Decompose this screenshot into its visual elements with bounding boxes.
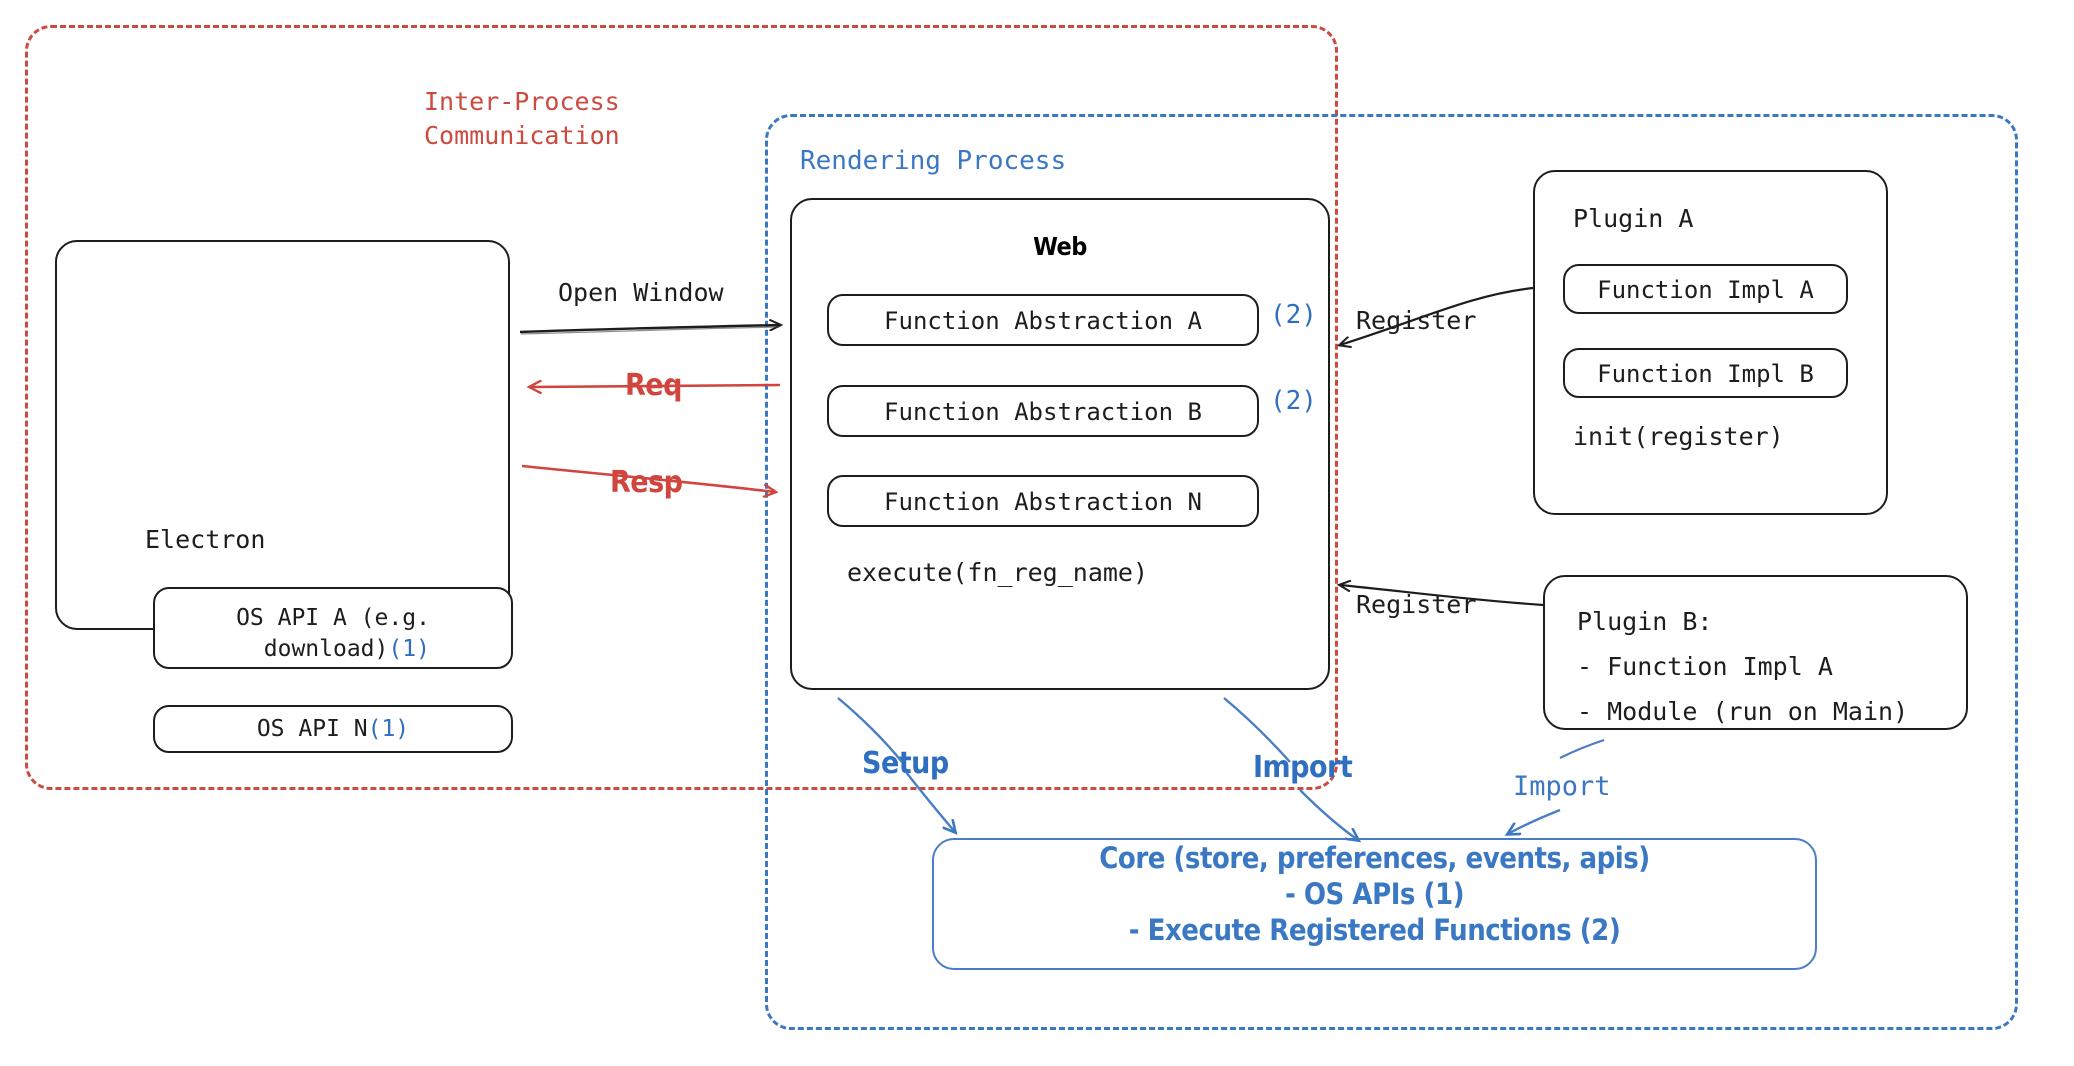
- function-abstraction-b-label: Function Abstraction B: [884, 398, 1202, 426]
- setup-arrow-label: Setup: [862, 746, 949, 781]
- function-abstraction-a-label: Function Abstraction A: [884, 307, 1202, 335]
- core-label: Core (store, preferences, events, apis) …: [1099, 841, 1650, 947]
- os-api-n-label: OS API N(1): [155, 716, 511, 742]
- req-arrow-label: Req: [625, 368, 682, 403]
- rendering-process-container: [765, 114, 2018, 1030]
- electron-title: Electron: [145, 525, 266, 554]
- web-title: Web: [1033, 232, 1087, 261]
- ipc-container: [25, 25, 1338, 790]
- function-abstraction-a-mark: (2): [1270, 300, 1317, 330]
- plugin-a-impl-b-box: Function Impl B: [1563, 348, 1848, 398]
- os-api-a-mark: (1): [388, 636, 430, 662]
- plugin-b-label: Plugin B: - Function Impl A - Module (ru…: [1577, 607, 1909, 726]
- plugin-a-impl-a-label: Function Impl A: [1597, 276, 1814, 304]
- plugin-a-impl-b-label: Function Impl B: [1597, 360, 1814, 388]
- os-api-n-box: OS API N(1): [153, 705, 513, 753]
- rendering-process-label: Rendering Process: [800, 146, 1067, 176]
- open-window-arrow-label: Open Window: [558, 278, 724, 307]
- resp-arrow-label: Resp: [610, 465, 683, 500]
- os-api-n-text: OS API N: [256, 716, 368, 742]
- web-box: Web Function Abstraction A (2) Function …: [790, 198, 1330, 690]
- import-right-arrow-label: Import: [1513, 771, 1611, 802]
- plugin-b-box: Plugin B: - Function Impl A - Module (ru…: [1543, 575, 1968, 730]
- electron-box: Electron OS API A (e.g. download)(1) OS …: [55, 240, 513, 753]
- plugin-a-init-label: init(register): [1573, 422, 1784, 451]
- plugin-a-impl-a-box: Function Impl A: [1563, 264, 1848, 314]
- os-api-a-label: OS API A (e.g. download)(1): [155, 603, 511, 665]
- register-top-arrow-label: Register: [1356, 306, 1477, 335]
- web-execute-method: execute(fn_reg_name): [847, 558, 1149, 587]
- import-left-arrow-label: Import: [1253, 750, 1353, 785]
- function-abstraction-n-box: Function Abstraction N: [827, 475, 1259, 527]
- function-abstraction-b-box: Function Abstraction B: [827, 385, 1259, 437]
- core-box: Core (store, preferences, events, apis) …: [932, 838, 1817, 970]
- function-abstraction-n-label: Function Abstraction N: [884, 488, 1202, 516]
- function-abstraction-a-box: Function Abstraction A: [827, 294, 1259, 346]
- plugin-a-box: Plugin A Function Impl A Function Impl B…: [1533, 170, 1888, 515]
- function-abstraction-b-mark: (2): [1270, 386, 1317, 416]
- os-api-a-text: OS API A (e.g. download): [236, 605, 430, 662]
- register-bottom-arrow-label: Register: [1356, 590, 1477, 619]
- os-api-n-mark: (1): [367, 716, 410, 742]
- ipc-container-label: Inter-Process Communication: [424, 87, 620, 150]
- plugin-a-title: Plugin A: [1573, 204, 1694, 233]
- os-api-a-box: OS API A (e.g. download)(1): [153, 587, 513, 669]
